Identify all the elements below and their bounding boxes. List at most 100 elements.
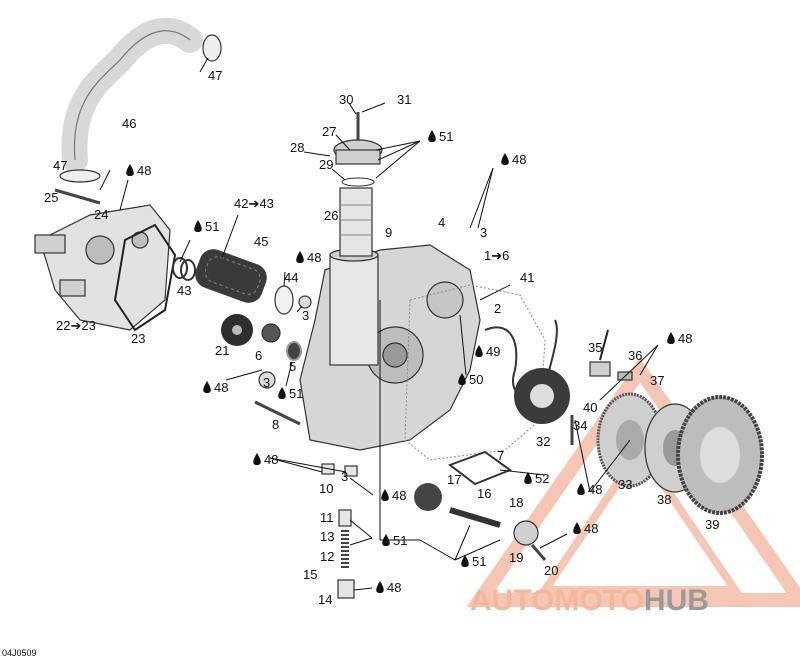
callout-37: 37 (650, 373, 664, 388)
oil-drop-icon (428, 130, 436, 142)
callout-48e: 48 (512, 152, 526, 167)
callout-49: 49 (486, 344, 500, 359)
oil-filter-cap (333, 139, 383, 187)
callout-7: 7 (497, 448, 504, 463)
oil-drop-icon (458, 373, 466, 385)
callout-29: 29 (319, 157, 333, 172)
bolt (530, 544, 547, 561)
callout-9: 9 (385, 225, 392, 240)
ring-gear (676, 395, 764, 515)
bushing (298, 295, 312, 309)
callout-3c: 3 (480, 225, 487, 240)
coolant-hose (61, 17, 203, 173)
oil-drop-icon (203, 381, 211, 393)
callout-32: 32 (536, 434, 550, 449)
oil-drop-icon (501, 153, 509, 165)
callout-50: 50 (469, 372, 483, 387)
callout-16: 16 (477, 486, 491, 501)
small-gasket (447, 450, 513, 486)
oil-drop-icon (253, 453, 261, 465)
callout-45: 45 (254, 234, 268, 249)
bushing (344, 465, 358, 477)
callout-51e: 51 (472, 554, 486, 569)
callout-23: 23 (131, 331, 145, 346)
callout-48d: 48 (264, 452, 278, 467)
impeller (221, 314, 253, 346)
callout-20: 20 (544, 563, 558, 578)
callout-47a: 47 (208, 68, 222, 83)
callout-26: 26 (324, 208, 338, 223)
callout-6: 6 (255, 348, 262, 363)
callout-10: 10 (319, 481, 333, 496)
callout-48h: 48 (392, 488, 406, 503)
callout-8: 8 (272, 417, 279, 432)
o-ring (180, 259, 196, 281)
oil-drop-icon (573, 522, 581, 534)
oil-drop-icon (577, 483, 585, 495)
callout-28: 28 (290, 140, 304, 155)
callout-19: 19 (509, 550, 523, 565)
callout-21: 21 (215, 343, 229, 358)
callout-3b: 3 (263, 375, 270, 390)
crankshaft-position-sensor (589, 361, 633, 381)
pump-gear (513, 520, 539, 546)
oil-drop-icon (524, 472, 532, 484)
callout-39: 39 (705, 517, 719, 532)
diagram-code: 04J0509 (2, 648, 37, 658)
callout-31: 31 (397, 92, 411, 107)
callout-3d: 3 (341, 469, 348, 484)
callout-11: 11 (320, 510, 334, 525)
callout-43: 43 (177, 283, 191, 298)
callout-44: 44 (284, 270, 298, 285)
callout-30: 30 (339, 92, 353, 107)
crankcase-cover (299, 244, 481, 451)
callout-48f: 48 (678, 331, 692, 346)
callout-13: 13 (320, 529, 334, 544)
bearing (258, 371, 276, 389)
callout-51d: 51 (393, 533, 407, 548)
callout-47b: 47 (53, 158, 67, 173)
bolt (254, 400, 301, 426)
water-pump-housing (34, 204, 171, 331)
oil-drop-icon (126, 164, 134, 176)
callout-22-23: 22➔23 (56, 318, 96, 333)
bolt (54, 188, 101, 205)
callout-42-43: 42➔43 (234, 196, 274, 211)
oil-drop-icon (475, 345, 483, 357)
oil-drop-icon (376, 581, 384, 593)
relief-valve-piston (337, 579, 355, 599)
callout-17: 17 (447, 472, 461, 487)
oil-drop-icon (461, 555, 469, 567)
relief-valve-plug (338, 509, 352, 527)
watermark-brand: AUTOMOTOHUB (470, 584, 709, 617)
callout-38: 38 (657, 492, 671, 507)
oil-drop-icon (381, 489, 389, 501)
o-ring (172, 257, 188, 279)
idler-gear (414, 483, 442, 511)
callout-12: 12 (320, 549, 334, 564)
oil-seal (286, 341, 302, 361)
callout-1-6: 1➔6 (484, 248, 509, 263)
callout-48a: 48 (137, 163, 151, 178)
oil-filter (339, 187, 373, 257)
sensor-cable (599, 329, 609, 361)
drive-gear (261, 323, 281, 343)
callout-25: 25 (44, 190, 58, 205)
watermark-brand-b: HUB (644, 584, 709, 617)
hose-clamp (59, 169, 101, 183)
callout-40: 40 (583, 400, 597, 415)
callout-35: 35 (588, 340, 602, 355)
idler-shaft (449, 507, 501, 528)
callout-4: 4 (438, 215, 445, 230)
callout-36: 36 (628, 348, 642, 363)
callout-48b: 48 (307, 250, 321, 265)
gasket (113, 223, 177, 332)
oil-drop-icon (278, 387, 286, 399)
callout-51c: 51 (439, 129, 453, 144)
callout-18: 18 (509, 495, 523, 510)
oil-drop-icon (667, 332, 675, 344)
callout-14: 14 (318, 592, 332, 607)
callout-33: 33 (618, 477, 632, 492)
